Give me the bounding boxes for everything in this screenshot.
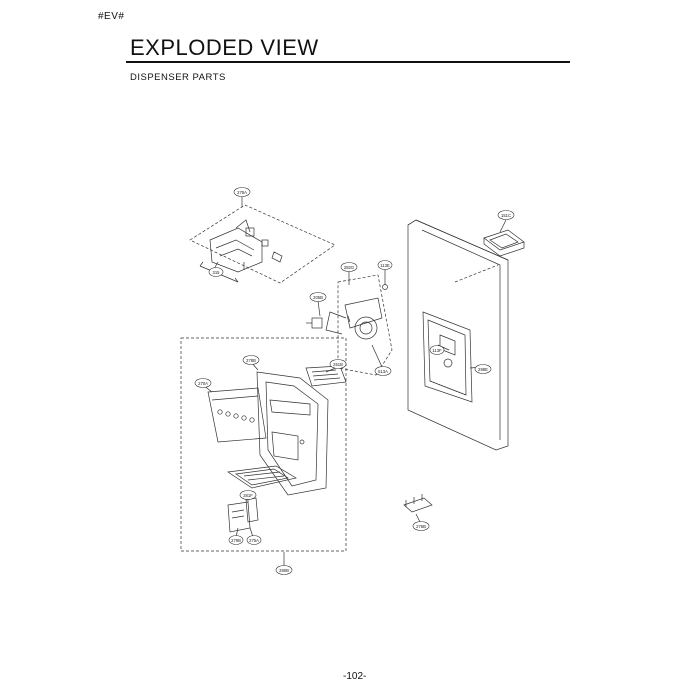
dispenser-cover-frame [256,371,329,496]
callout-513A: 513A [378,369,388,374]
control-panel [207,387,267,443]
pcb-board [227,501,251,533]
callout-281F: 281F [243,493,253,498]
callout-251B: 251B [333,362,343,367]
callout-279B: 279B [231,538,241,543]
motor-assembly [209,227,263,273]
section-subtitle: DISPENSER PARTS [130,72,226,83]
callout-276B: 276B [416,524,426,529]
title-underline [126,61,570,63]
door-panel [407,219,509,451]
callout-270A: 270A [198,381,208,386]
actuator-lever [344,297,383,329]
bracket [403,497,433,513]
group-boundary-middle [337,274,393,376]
callout-113E: 113E [380,263,390,268]
drip-tray [227,465,297,489]
callout-151C: 151C [501,213,511,218]
callout-205B: 205B [313,295,323,300]
callout-113F: 113F [432,348,442,353]
grille [305,365,347,387]
callout-278A: 278A [237,190,247,195]
dispenser-recess [422,311,473,403]
callout-298E: 298E [478,367,488,372]
callout-278B: 278B [246,358,256,363]
group-boundary-lower [180,337,347,552]
page-number: -102- [343,671,367,682]
page-title: EXPLODED VIEW [130,35,319,60]
document-tag: #EV# [98,11,125,22]
callout-280B: 280B [279,568,289,573]
callout-282G: 282G [344,265,354,270]
callout-275A: 275A [249,538,259,543]
callout-315: 315 [213,270,221,275]
